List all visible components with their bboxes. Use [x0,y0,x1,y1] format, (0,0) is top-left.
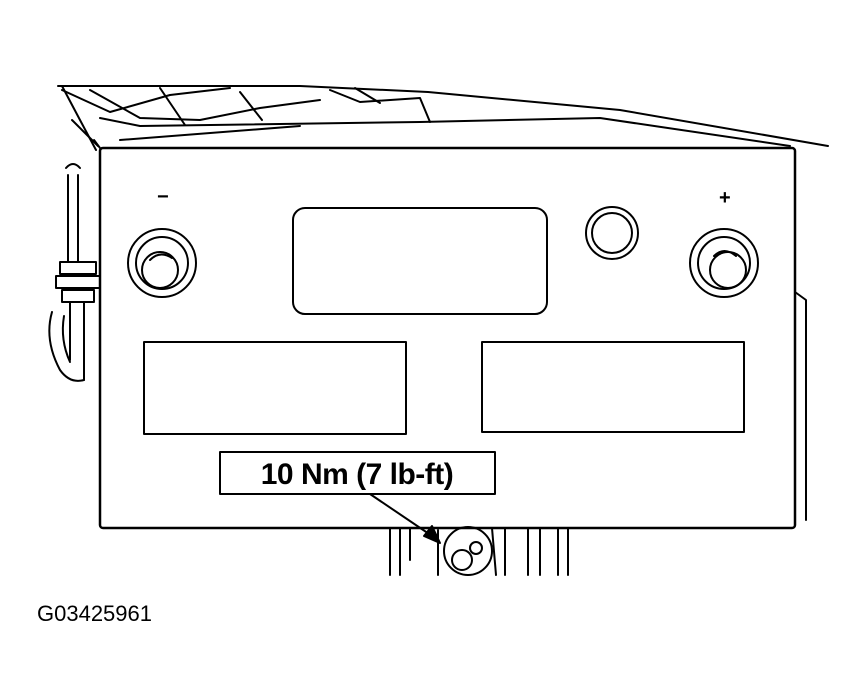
right-label-panel [481,341,745,433]
battery-body [93,139,807,530]
cable-clamp [48,163,101,382]
positive-terminal [689,228,759,298]
figure-id: G03425961 [37,601,152,626]
left-label-panel [143,341,407,435]
hold-down-bracket [389,527,569,576]
vehicle-structure-lines [57,85,829,151]
leader-arrow [369,493,441,544]
negative-symbol: − [157,186,169,208]
hold-down-bolt [443,526,493,576]
torque-callout-box [219,451,496,495]
positive-symbol: + [719,187,731,209]
indicator-eye [585,206,639,260]
top-label-panel [292,207,548,315]
negative-terminal [127,228,197,298]
torque-callout-text: 10 Nm (7 lb-ft) [261,458,454,491]
